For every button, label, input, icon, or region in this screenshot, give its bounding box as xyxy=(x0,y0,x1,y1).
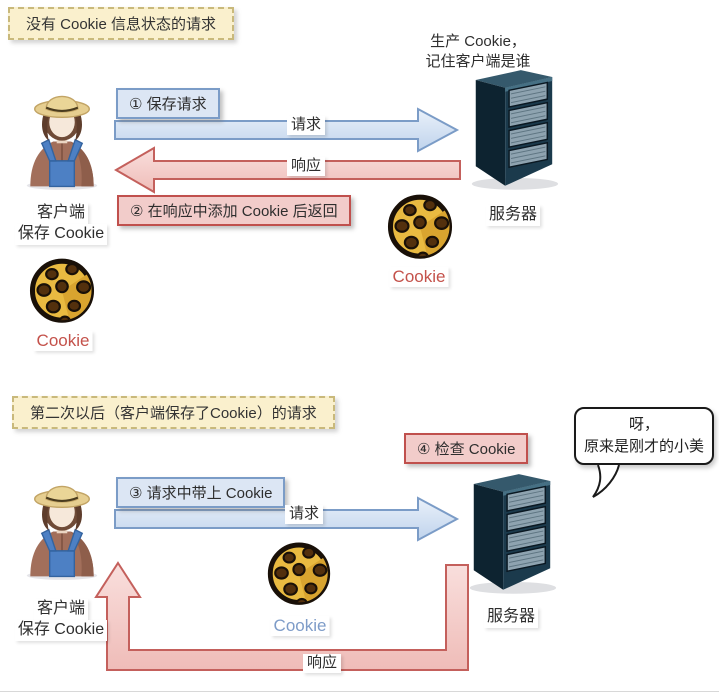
cookie-icon xyxy=(384,190,456,262)
request-label: 请求 xyxy=(284,505,324,524)
step3-box: ③ 请求中带上 Cookie xyxy=(116,477,286,508)
server-label: 服务器 xyxy=(464,205,562,226)
bubble-line1: 呀， xyxy=(629,416,660,433)
step1-box: ① 保存请求 xyxy=(116,88,220,119)
client-label-line1: 客户端 xyxy=(33,599,88,620)
bubble-line2: 原来是刚才的小美 xyxy=(584,437,705,455)
server-icon xyxy=(464,62,562,192)
server-label: 服务器 xyxy=(462,607,560,628)
client-label: 客户端 保存 Cookie xyxy=(0,599,122,641)
server-note-line2: 记住客户端是谁 xyxy=(425,52,531,70)
section2-title: 第二次以后（客户端保存了Cookie）的请求 xyxy=(12,396,335,429)
server-note: 生产 Cookie， 记住客户端是谁 xyxy=(394,32,562,71)
client-label: 客户端 保存 Cookie xyxy=(0,203,122,245)
response-arrow-return xyxy=(94,561,469,671)
response-label: 响应 xyxy=(302,654,342,673)
server-note-line1: 生产 Cookie， xyxy=(430,33,526,50)
section1-title: 没有 Cookie 信息状态的请求 xyxy=(8,7,235,40)
step4-box: ④ 检查 Cookie xyxy=(404,433,529,464)
speech-bubble-tail xyxy=(592,465,620,498)
step2-box: ② 在响应中添加 Cookie 后返回 xyxy=(117,195,351,226)
cookie-icon xyxy=(26,254,98,326)
speech-bubble: 呀， 原来是刚才的小美 xyxy=(574,407,715,465)
cookie-icon xyxy=(264,538,334,608)
cookie-label: Cookie xyxy=(270,616,330,636)
client-label-line2: 保存 Cookie xyxy=(14,619,108,641)
server-icon xyxy=(462,466,560,596)
request-label: 请求 xyxy=(286,116,326,135)
response-label: 响应 xyxy=(286,157,326,176)
cookie-label-client-side: Cookie xyxy=(33,331,93,351)
cookie-label-server-side: Cookie xyxy=(389,267,449,287)
client-label-line2: 保存 Cookie xyxy=(14,223,108,245)
request-arrow xyxy=(114,107,460,153)
client-icon xyxy=(18,82,106,194)
client-label-line1: 客户端 xyxy=(33,203,88,224)
